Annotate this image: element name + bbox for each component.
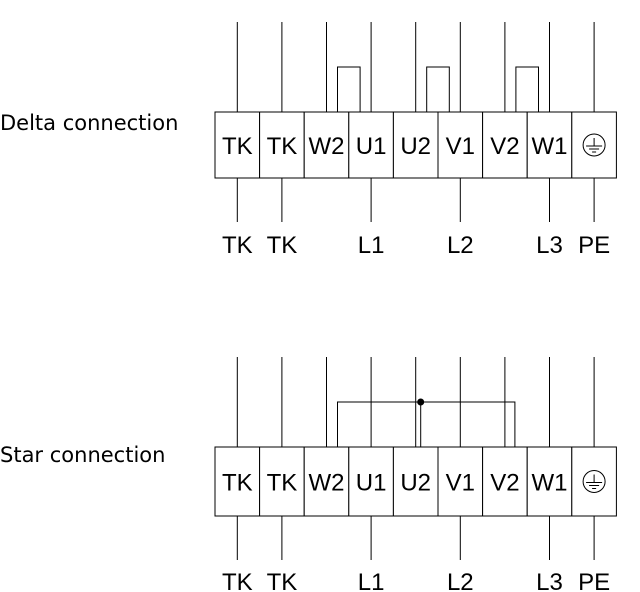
terminal-box xyxy=(526,446,573,517)
supply-line-label: TK xyxy=(267,569,298,592)
terminal-label: V2 xyxy=(490,470,519,497)
terminal-strip: TK TK W2 U1 U2 V1 V2 W1 xyxy=(214,111,617,179)
wiring: TK TK L1 L2 L3 PE xyxy=(222,22,610,259)
terminal-box xyxy=(526,111,573,179)
terminal-box xyxy=(482,111,528,179)
terminal-box xyxy=(214,111,261,179)
terminal-box xyxy=(392,111,439,179)
terminal-label: V1 xyxy=(446,133,475,160)
delta-bridge xyxy=(337,66,361,112)
delta-bridge xyxy=(426,66,450,112)
terminal-label: W1 xyxy=(532,133,568,160)
terminal-box xyxy=(259,446,305,517)
terminal-label: TK xyxy=(222,470,253,497)
star-bridge xyxy=(337,401,516,447)
earth-ground-icon xyxy=(582,470,606,493)
terminal-label: U2 xyxy=(400,470,431,497)
supply-line-label: TK xyxy=(222,232,253,259)
supply-line-label: L3 xyxy=(536,569,563,592)
section-title: Delta connection xyxy=(0,111,178,135)
supply-line-label: L1 xyxy=(358,569,385,592)
supply-line-label: L2 xyxy=(447,232,474,259)
terminal-box xyxy=(259,111,305,179)
terminal-label: U2 xyxy=(400,133,431,160)
terminal-box xyxy=(437,111,484,179)
supply-line-label: L1 xyxy=(358,232,385,259)
terminal-label: W1 xyxy=(532,470,568,497)
terminal-label: U1 xyxy=(356,133,387,160)
terminal-strip: TK TK W2 U1 U2 V1 V2 W1 xyxy=(214,446,617,517)
terminal-box xyxy=(482,446,528,517)
delta-connection-section: Delta connection TK TK W2 U1 U2 V1 V2 W1 TK TK L1… xyxy=(0,22,617,259)
supply-line-label: TK xyxy=(267,232,298,259)
supply-line-label: PE xyxy=(578,232,610,259)
supply-line-label: PE xyxy=(578,569,610,592)
terminal-label: TK xyxy=(267,133,298,160)
earth-ground-icon xyxy=(582,133,606,157)
terminal-label: U1 xyxy=(356,470,387,497)
terminal-label: W2 xyxy=(309,470,345,497)
supply-line-label: L2 xyxy=(447,569,474,592)
star-point xyxy=(417,398,425,406)
terminal-label: V2 xyxy=(490,133,519,160)
supply-line-label: L3 xyxy=(536,232,563,259)
delta-bridge xyxy=(515,66,539,112)
terminal-box xyxy=(348,446,394,517)
star-connection-section: Star connection TK TK W2 U1 U2 V1 V2 W1 TK TK L1 L… xyxy=(0,357,617,592)
terminal-box xyxy=(437,446,484,517)
terminal-label: W2 xyxy=(309,133,345,160)
terminal-box xyxy=(303,446,350,517)
terminal-label: TK xyxy=(267,470,298,497)
supply-line-label: TK xyxy=(222,569,253,592)
terminal-label: V1 xyxy=(446,470,475,497)
wiring: TK TK L1 L2 L3 PE xyxy=(222,357,610,592)
terminal-label: TK xyxy=(222,133,253,160)
section-title: Star connection xyxy=(0,443,165,467)
